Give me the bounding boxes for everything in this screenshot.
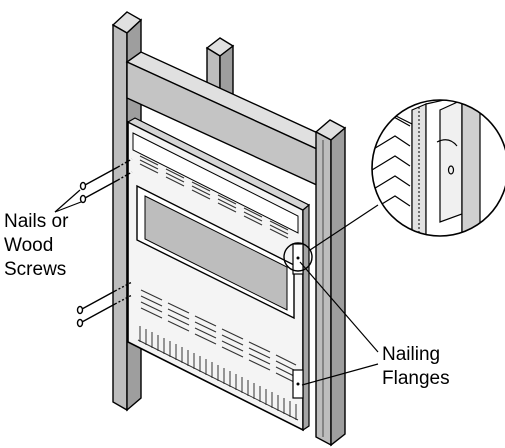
- upper-vent-slots: [139, 155, 289, 239]
- nails-or-wood-screws-label: Nails or Wood Screws: [4, 210, 68, 282]
- magnified-detail-view: [371, 99, 505, 237]
- flanges-label-line-1: Nailing: [382, 344, 441, 365]
- nailing-flange-tabs: [292, 243, 304, 399]
- nails-label-leaders: [54, 189, 82, 213]
- nails-label-line-2: Wood: [4, 235, 54, 256]
- bottom-grille: [137, 326, 299, 421]
- nails-left-lower: [76, 281, 133, 328]
- detail-callout-circle: [283, 242, 313, 272]
- nails-left-upper: [79, 158, 133, 204]
- detail-leader-upper: [309, 204, 379, 251]
- nails-label-line-3: Screws: [4, 259, 67, 280]
- fireplace-unit: [126, 117, 311, 432]
- right-wall-stud: [314, 119, 347, 447]
- flanges-label-leaders: [299, 261, 379, 386]
- flanges-label-line-2: Flanges: [382, 368, 450, 389]
- lower-vent-slots: [140, 289, 297, 384]
- nails-label-line-1: Nails or: [4, 211, 69, 232]
- nailing-flanges-label: Nailing Flanges: [382, 343, 450, 391]
